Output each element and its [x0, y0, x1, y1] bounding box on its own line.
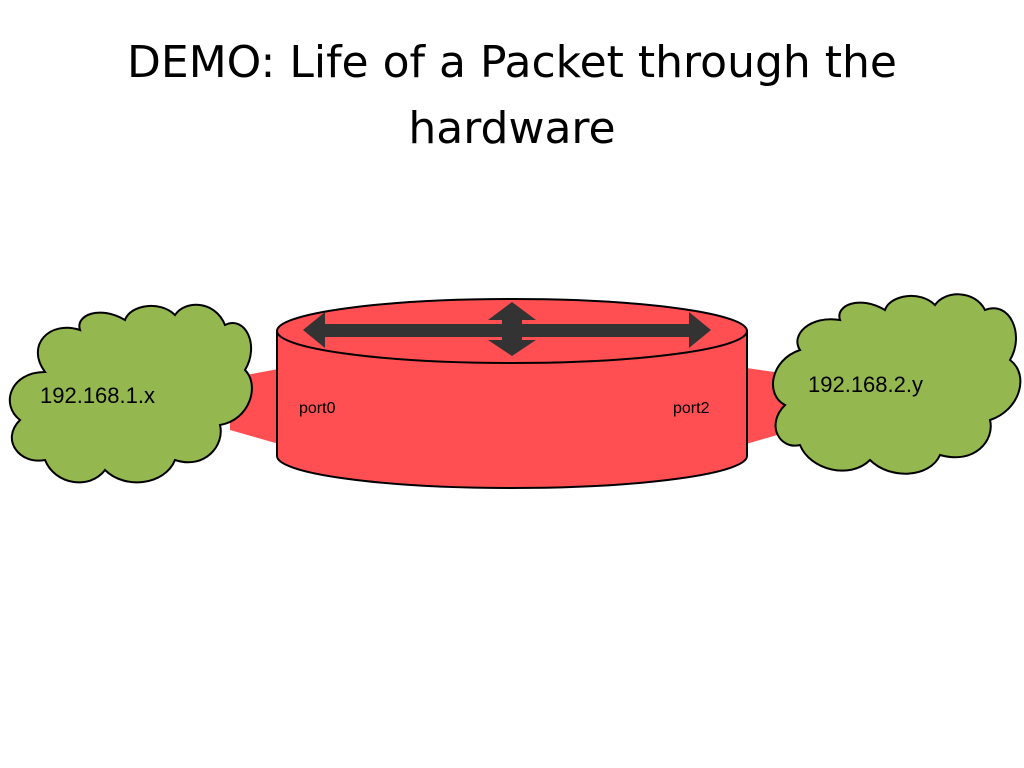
cloud-shape-left — [8, 303, 253, 484]
cloud-shape-right — [772, 293, 1022, 475]
slide-title: DEMO: Life of a Packet through the hardw… — [127, 37, 897, 154]
port-label-left: port0 — [299, 400, 336, 417]
double-arrow-icon — [303, 302, 711, 356]
router — [276, 298, 748, 489]
network-label-right: 192.168.2.y — [808, 372, 923, 397]
cloud-right: 192.168.2.y — [772, 293, 1022, 475]
port-label-right: port2 — [673, 400, 710, 417]
cloud-left: 192.168.1.x — [8, 303, 253, 484]
router-body — [276, 330, 748, 489]
network-label-left: 192.168.1.x — [40, 383, 155, 408]
